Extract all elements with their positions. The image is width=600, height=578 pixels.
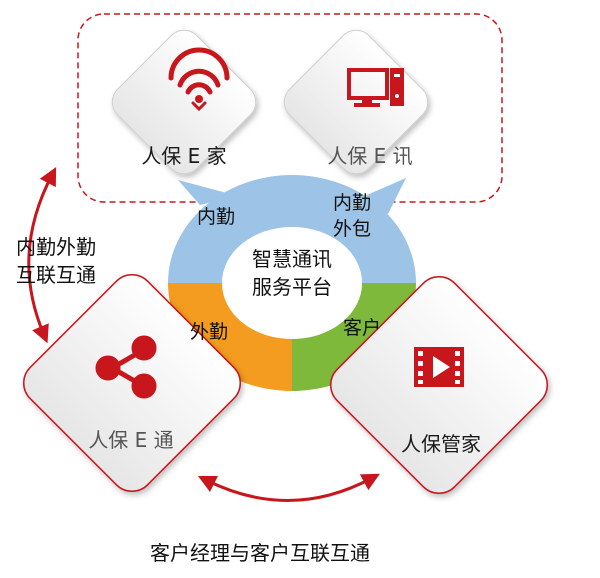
side-connection-line2: 互联互通 bbox=[16, 263, 96, 287]
ring-segment-green bbox=[292, 283, 416, 391]
segment-label-bottom-left: 外勤 bbox=[190, 321, 229, 343]
segment-label-top-right-2: 外包 bbox=[333, 218, 372, 240]
platform-title: 智慧通讯 服务平台 bbox=[222, 245, 362, 301]
segment-label-top-right-1: 内勤 bbox=[333, 192, 372, 214]
segment-label-bottom-right: 客户 bbox=[343, 317, 382, 339]
desktop-computer-icon bbox=[347, 68, 404, 107]
wifi-icon bbox=[168, 47, 230, 112]
bottom-connection-label: 客户经理与客户互联互通 bbox=[150, 541, 370, 565]
ring-pointer-top-right bbox=[360, 178, 406, 214]
ring-segment-blue bbox=[168, 175, 416, 283]
side-connection-label: 内勤外勤 互联互通 bbox=[16, 233, 96, 289]
ring-segment-orange bbox=[168, 283, 292, 391]
platform-ring bbox=[168, 175, 416, 391]
ring-center bbox=[222, 227, 362, 339]
share-icon bbox=[95, 335, 157, 399]
platform-title-line1: 智慧通讯 bbox=[252, 247, 332, 271]
card-message-label: 人保 E 讯 bbox=[327, 144, 413, 168]
card-butler-label: 人保管家 bbox=[401, 432, 481, 456]
card-tong-label: 人保 E 通 bbox=[88, 428, 174, 452]
card-home-label: 人保 E 家 bbox=[141, 144, 227, 168]
video-play-icon bbox=[414, 347, 464, 387]
segment-label-top-left: 内勤 bbox=[197, 206, 236, 228]
platform-title-line2: 服务平台 bbox=[252, 275, 332, 299]
arrow-manager-customer bbox=[197, 473, 380, 502]
side-connection-line1: 内勤外勤 bbox=[16, 235, 96, 259]
arrow-internal-external bbox=[27, 167, 57, 344]
card-message[interactable] bbox=[277, 23, 435, 181]
